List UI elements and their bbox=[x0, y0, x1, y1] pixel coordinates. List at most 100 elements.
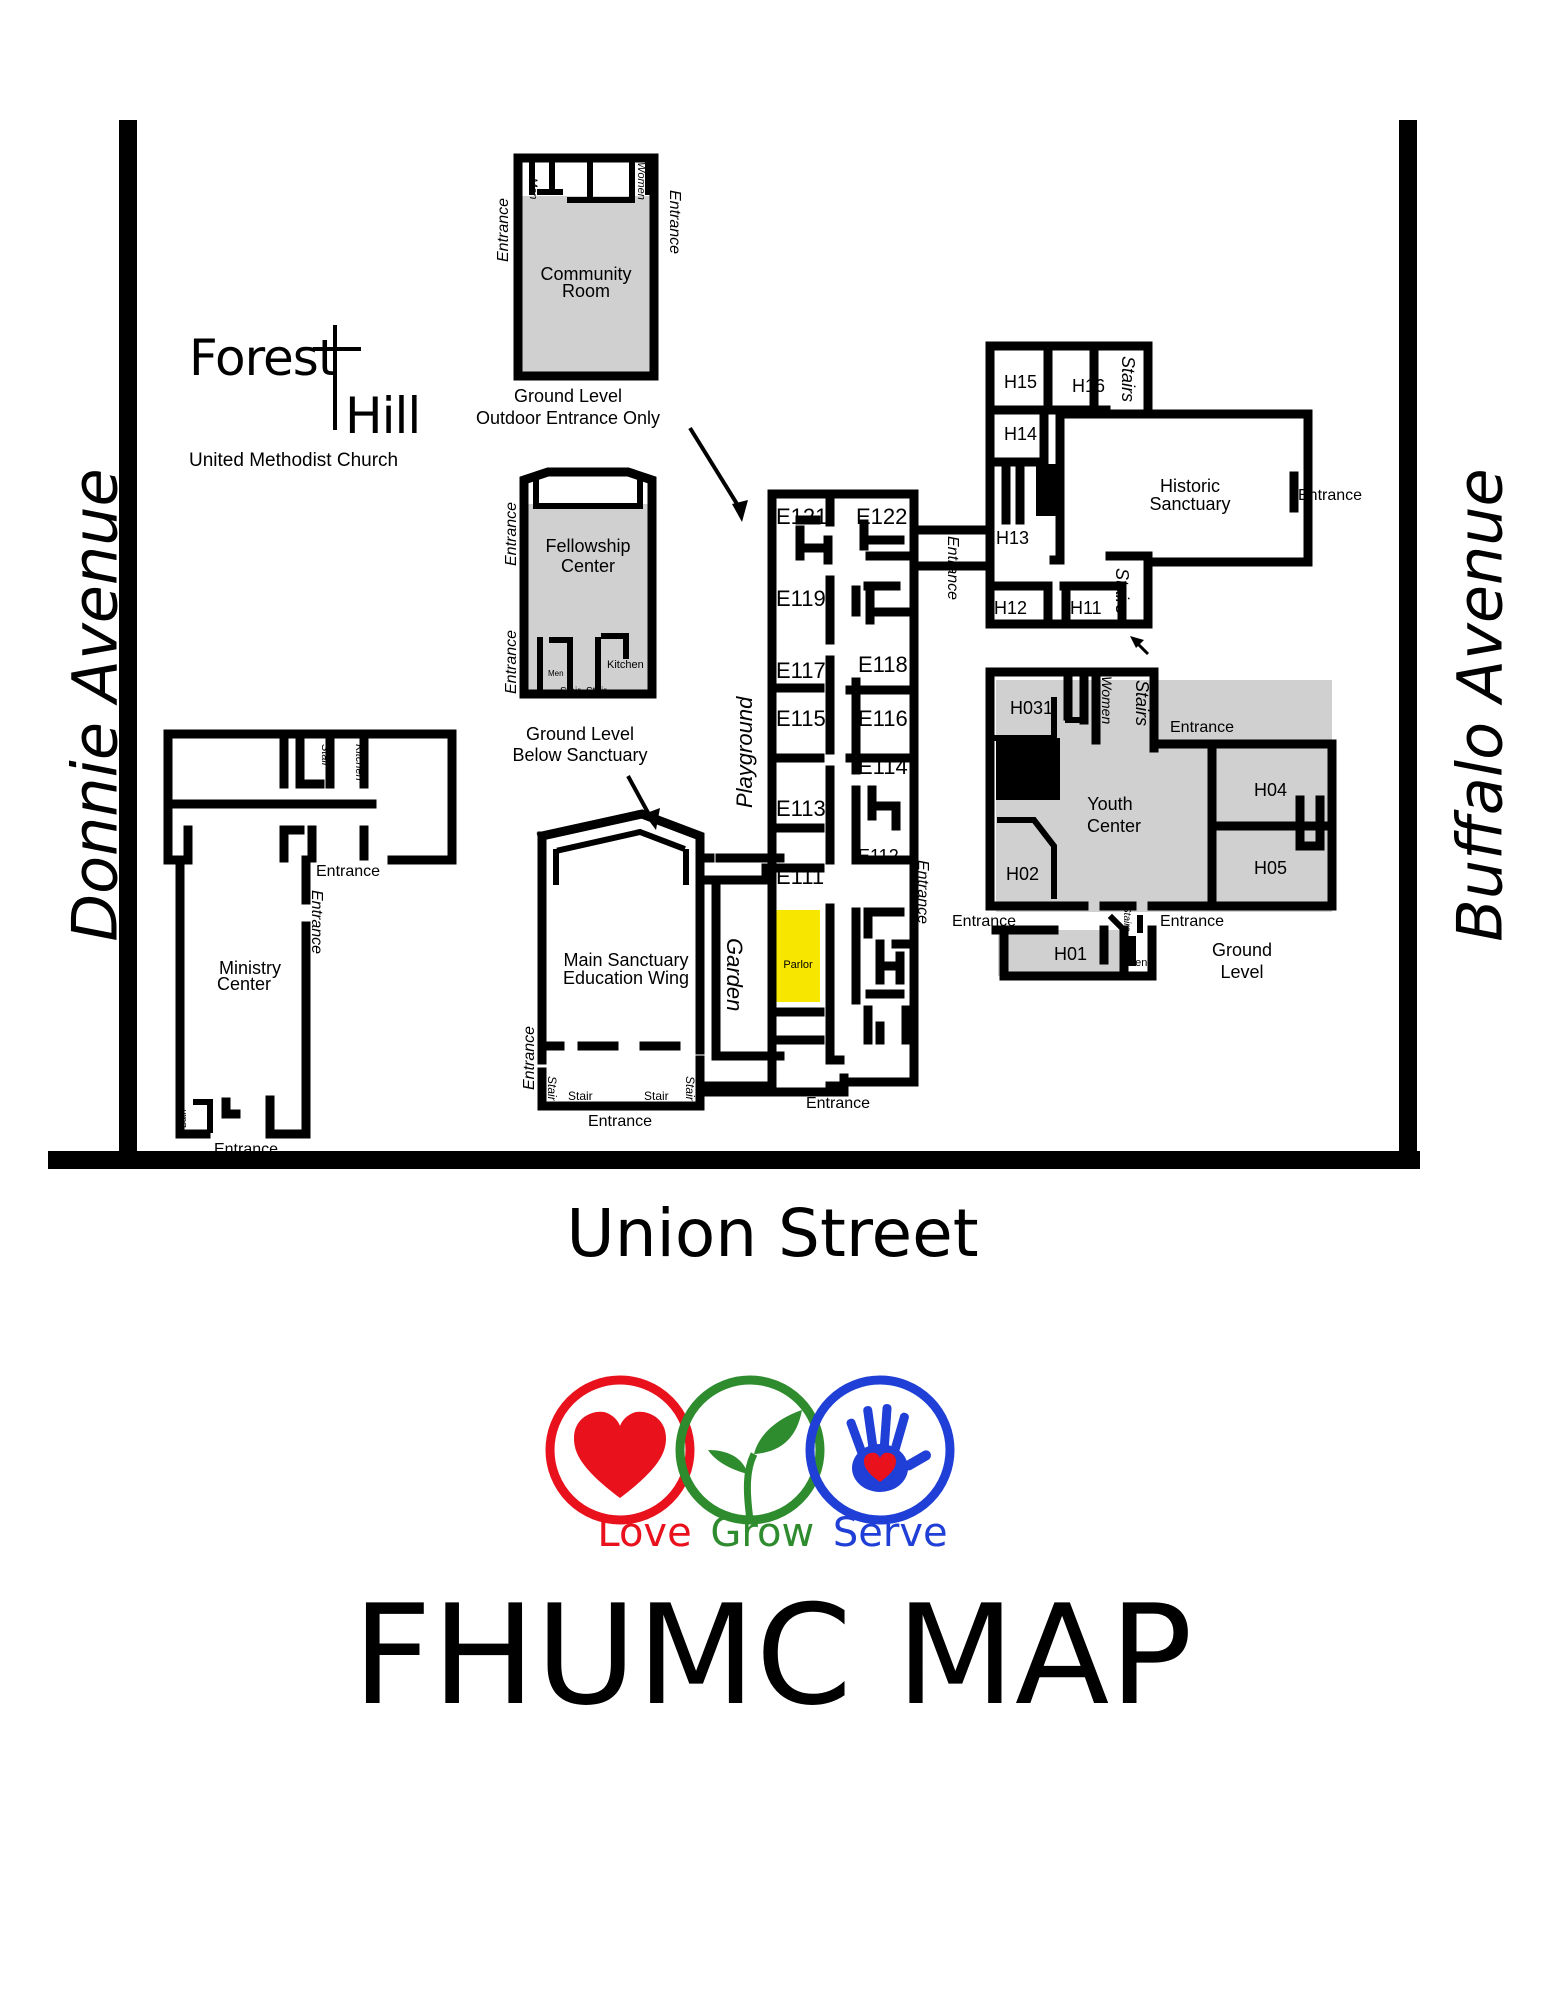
property-boundary bbox=[48, 120, 1420, 1169]
parlor-room bbox=[776, 910, 820, 1002]
motto-love: Love bbox=[597, 1510, 692, 1556]
youth-entrance-bottom: Entrance bbox=[1160, 913, 1224, 930]
fellowship-entrance-top: Entrance bbox=[503, 502, 520, 566]
sanctuary-note-1: Ground Level bbox=[526, 724, 634, 744]
arrow-icon bbox=[1130, 636, 1144, 648]
fellowship-men: Men bbox=[548, 669, 564, 678]
youth-name-1: Youth bbox=[1087, 794, 1132, 814]
donnie-avenue-label: Donnie Avenue bbox=[58, 468, 132, 942]
room-e119: E119 bbox=[776, 586, 826, 611]
community-women-label: Women bbox=[635, 162, 647, 200]
youth-women: Women bbox=[1099, 676, 1115, 724]
youth-stairs-small: Stairs bbox=[1121, 906, 1132, 932]
room-e112: E112 bbox=[858, 846, 899, 866]
ministry-kitchen: Kitchen bbox=[353, 744, 365, 781]
main-sanctuary-name-2: Education Wing bbox=[563, 968, 689, 988]
sprout-icon bbox=[708, 1410, 802, 1521]
motto-serve: Serve bbox=[832, 1510, 948, 1556]
church-logo: Forest Hill United Methodist Church bbox=[185, 325, 445, 475]
fellowship-name-1: Fellowship bbox=[545, 536, 630, 556]
parlor-label: Parlor bbox=[783, 959, 813, 971]
education-entrance-bottom: Entrance bbox=[806, 1095, 870, 1112]
logo-subtitle: United Methodist Church bbox=[189, 450, 399, 471]
room-e122: E122 bbox=[856, 504, 907, 529]
historic-entrance: Entrance bbox=[1298, 487, 1362, 504]
heart-icon bbox=[574, 1411, 666, 1498]
ministry-stair: Stair bbox=[319, 744, 331, 768]
sanctuary-entrance-bottom: Entrance bbox=[588, 1113, 652, 1130]
page-title: FHUMC MAP bbox=[352, 1575, 1193, 1736]
historic-name-2: Sanctuary bbox=[1149, 494, 1230, 514]
room-e117: E117 bbox=[776, 658, 826, 683]
sanctuary-stair-left: Stair bbox=[568, 1089, 593, 1103]
room-e115: E115 bbox=[776, 706, 826, 731]
youth-entrance-left: Entrance bbox=[952, 913, 1016, 930]
community-room-name-2: Room bbox=[562, 281, 610, 301]
youth-entrance-top: Entrance bbox=[1170, 719, 1234, 736]
room-h031: H031 bbox=[1010, 698, 1053, 718]
room-h11: H11 bbox=[1070, 598, 1102, 618]
room-e114: E114 bbox=[858, 754, 908, 779]
education-entrance-right: Entrance bbox=[914, 860, 931, 924]
sanctuary-note-2: Below Sanctuary bbox=[512, 745, 647, 765]
room-h14: H14 bbox=[1004, 424, 1037, 444]
community-note-2: Outdoor Entrance Only bbox=[476, 408, 660, 428]
room-e121: E121 bbox=[776, 504, 827, 529]
room-e113: E113 bbox=[776, 796, 826, 821]
motto-icons bbox=[545, 1375, 955, 1525]
historic-sanctuary-building: Historic Sanctuary Entrance H15 H16 H14 … bbox=[985, 341, 1362, 656]
ministry-bath: Bath bbox=[293, 744, 305, 767]
garden-label: Garden bbox=[722, 938, 747, 1011]
ministry-entrance-bottom: Entrance bbox=[214, 1141, 278, 1158]
serve-ring bbox=[805, 1375, 955, 1525]
community-entrance-left: Entrance bbox=[495, 198, 512, 262]
youth-men: Men bbox=[1126, 957, 1147, 969]
community-room-name-1: Community bbox=[540, 264, 631, 284]
community-note-1: Ground Level bbox=[514, 386, 622, 406]
youth-level-2: Level bbox=[1220, 962, 1263, 982]
sanctuary-stair-right-v: Stair bbox=[683, 1076, 697, 1102]
hand-icon bbox=[846, 1404, 932, 1492]
youth-stairs: Stairs bbox=[1132, 680, 1152, 726]
room-h05: H05 bbox=[1254, 858, 1287, 878]
connector-corridor: Entrance bbox=[909, 525, 995, 600]
fellowship-stair-b: Stair bbox=[586, 686, 607, 697]
youth-center-building: H031 H04 H05 H02 H01 Youth Center Women … bbox=[952, 667, 1337, 982]
room-h12: H12 bbox=[994, 598, 1027, 618]
fellowship-stair-a: Stair bbox=[560, 686, 581, 697]
historic-stairs-top: Stairs bbox=[1118, 356, 1138, 402]
ministry-small-label: Bath bbox=[178, 1109, 188, 1128]
ministry-name-1: Ministry bbox=[219, 958, 281, 978]
love-ring bbox=[545, 1375, 695, 1525]
room-e116: E116 bbox=[858, 706, 908, 731]
motto: Love Grow Serve bbox=[0, 1510, 1545, 1556]
ministry-entrance-right-vertical: Entrance bbox=[308, 890, 325, 954]
sanctuary-stair-right: Stair bbox=[644, 1089, 669, 1103]
union-street-label: Union Street bbox=[566, 1195, 979, 1272]
youth-level-1: Ground bbox=[1212, 940, 1272, 960]
community-men-label: Men bbox=[527, 178, 539, 199]
sanctuary-entrance-left: Entrance bbox=[521, 1026, 538, 1090]
youth-name-2: Center bbox=[1087, 816, 1141, 836]
logo-word-hill: Hill bbox=[345, 387, 421, 445]
ministry-center-building: Bath Stair Kitchen Bath Ministry Center … bbox=[163, 729, 457, 1158]
room-h16: H16 bbox=[1072, 376, 1105, 396]
room-h01: H01 bbox=[1054, 944, 1087, 964]
room-h15: H15 bbox=[1004, 372, 1037, 392]
buffalo-avenue-label: Buffalo Avenue bbox=[1443, 468, 1517, 942]
historic-stairs-bottom: Stairs bbox=[1112, 568, 1132, 614]
room-h04: H04 bbox=[1254, 780, 1287, 800]
ministry-entrance-right: Entrance bbox=[316, 863, 380, 880]
connector-entrance: Entrance bbox=[944, 536, 961, 600]
community-entrance-right: Entrance bbox=[666, 190, 683, 254]
room-e118: E118 bbox=[858, 652, 908, 677]
main-sanctuary-building: Main Sanctuary Education Wing Garden Ent… bbox=[521, 809, 785, 1130]
campus-map: Men Women Community Room Entrance Entran… bbox=[48, 120, 1420, 1169]
sanctuary-stair-left-v: Stair bbox=[545, 1076, 559, 1102]
cross-icon bbox=[333, 325, 337, 430]
fellowship-entrance-bottom: Entrance bbox=[503, 630, 520, 694]
room-h02: H02 bbox=[1006, 864, 1039, 884]
playground-label: Playground bbox=[732, 696, 757, 808]
arrow-icon bbox=[732, 500, 748, 522]
main-sanctuary-name-1: Main Sanctuary bbox=[563, 950, 688, 970]
